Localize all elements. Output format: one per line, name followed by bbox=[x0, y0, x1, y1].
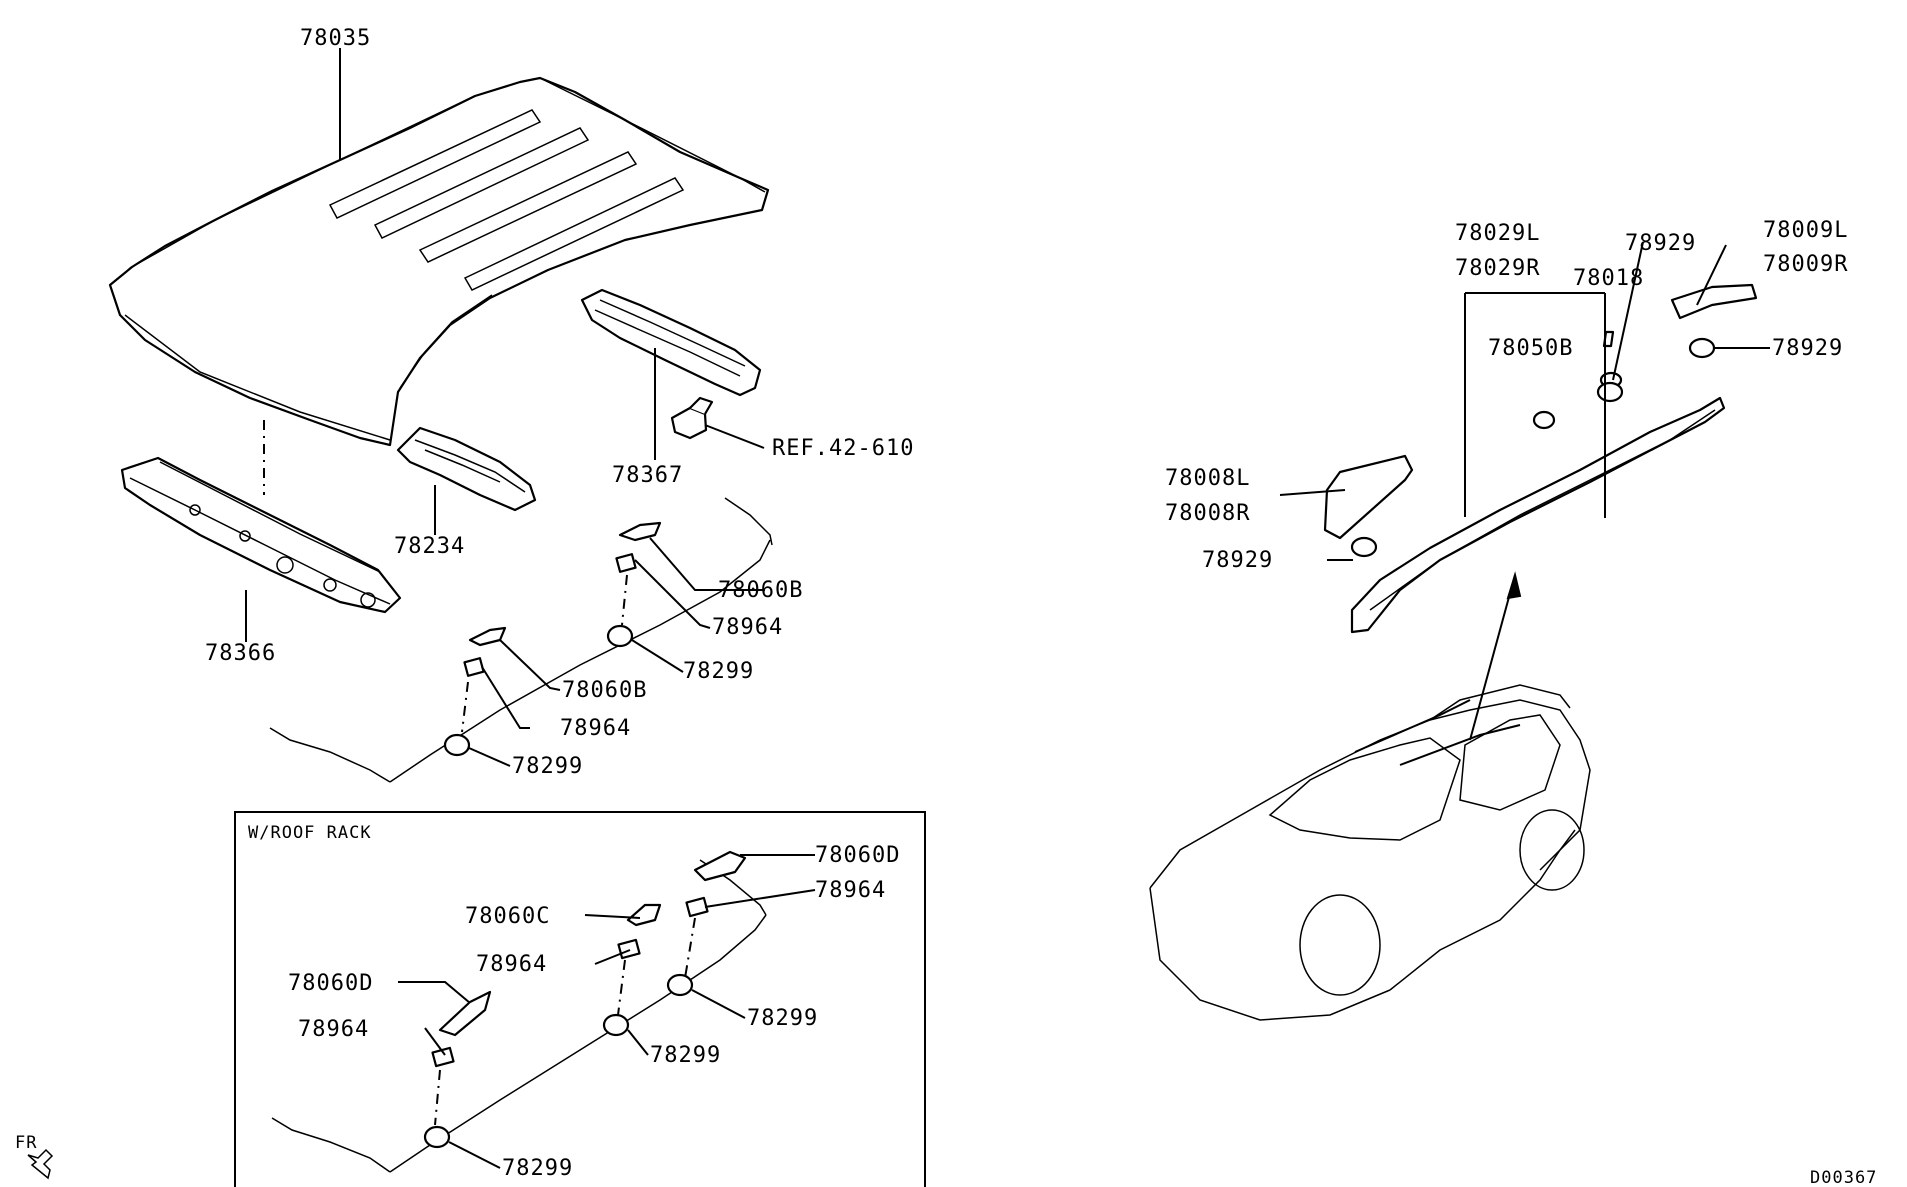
front-header-panel bbox=[120, 456, 402, 614]
callout-cover-rear-r: 78009R bbox=[1763, 252, 1848, 277]
callout-rail-r: 78029R bbox=[1455, 256, 1540, 281]
callout-rack-clip-d-left: 78060D bbox=[288, 971, 373, 996]
roof-bow-front bbox=[396, 426, 537, 512]
callout-cover-front-l: 78008L bbox=[1165, 466, 1250, 491]
callout-roof-bow-front: 78234 bbox=[394, 534, 465, 559]
callout-rack-grommet-mid: 78299 bbox=[650, 1043, 721, 1068]
callout-bolt-top: 78929 bbox=[1625, 231, 1696, 256]
callout-front-header: 78366 bbox=[205, 641, 276, 666]
callout-ref: REF.42-610 bbox=[772, 436, 914, 461]
callout-rack-seal-left: 78964 bbox=[298, 1017, 369, 1042]
upper-fasteners bbox=[443, 521, 662, 757]
diagram-code: D00367 bbox=[1810, 1168, 1877, 1187]
roof-rack-box-title: W/ROOF RACK bbox=[248, 823, 372, 843]
callout-rack-seal-right: 78964 bbox=[815, 878, 886, 903]
callout-roof-bow-rear: 78367 bbox=[612, 463, 683, 488]
callout-rack-clip-c: 78060C bbox=[465, 904, 550, 929]
callout-rack-grommet-right: 78299 bbox=[747, 1006, 818, 1031]
callout-cover-rear-l: 78009L bbox=[1763, 218, 1848, 243]
callout-rail-l: 78029L bbox=[1455, 221, 1540, 246]
callout-seal-upper: 78964 bbox=[712, 615, 783, 640]
callout-rack-seal-mid: 78964 bbox=[476, 952, 547, 977]
callout-clip-b-upper: 78060B bbox=[718, 578, 803, 603]
callout-fastener: 78050B bbox=[1488, 336, 1573, 361]
ref-connector bbox=[670, 396, 714, 440]
leader-lines bbox=[245, 48, 1770, 1169]
callout-cover-front-r: 78008R bbox=[1165, 501, 1250, 526]
callout-roof-panel: 78035 bbox=[300, 26, 371, 51]
roof-panel bbox=[108, 76, 770, 447]
front-indicator-label: FR bbox=[15, 1133, 37, 1153]
callout-cap: 78018 bbox=[1573, 266, 1644, 291]
front-direction-arrow-icon bbox=[27, 1148, 54, 1180]
callout-clip-b-lower: 78060B bbox=[562, 678, 647, 703]
vehicle-outline bbox=[1149, 571, 1591, 1021]
callout-grommet-lower: 78299 bbox=[512, 754, 583, 779]
callout-rack-grommet-left: 78299 bbox=[502, 1156, 573, 1181]
roof-rack-variant-box bbox=[234, 811, 926, 1187]
callout-bolt-left: 78929 bbox=[1202, 548, 1273, 573]
roof-side-outline-upper bbox=[269, 497, 773, 783]
callout-grommet-upper: 78299 bbox=[683, 659, 754, 684]
callout-seal-lower: 78964 bbox=[560, 716, 631, 741]
roof-bow-rear bbox=[580, 288, 762, 397]
callout-rack-clip-d-right: 78060D bbox=[815, 843, 900, 868]
callout-bolt-right: 78929 bbox=[1772, 336, 1843, 361]
